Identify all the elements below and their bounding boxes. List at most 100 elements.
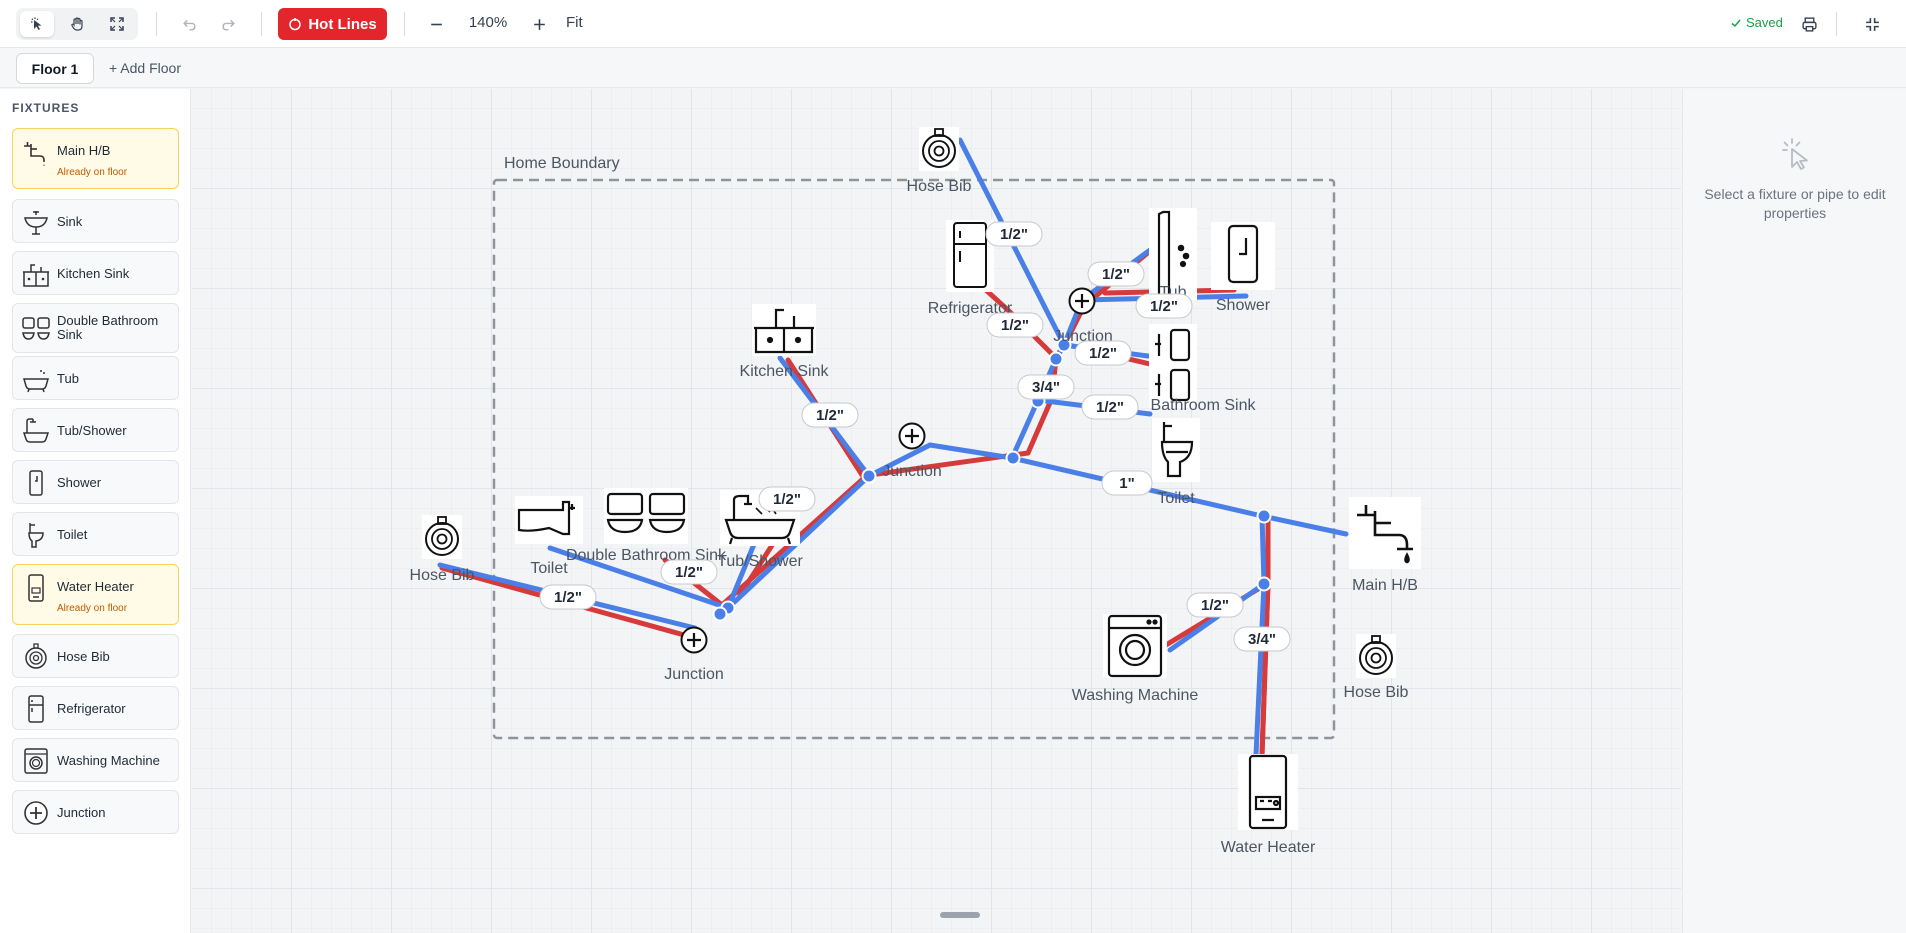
cold-lines[interactable] bbox=[437, 137, 1349, 758]
fixture-hose-bib-top[interactable] bbox=[918, 126, 960, 172]
hot-pipe-heater[interactable] bbox=[1259, 580, 1271, 758]
cold-pipe-riser[interactable] bbox=[1009, 397, 1041, 461]
fixture-item-double-sink[interactable]: Double Bathroom Sink bbox=[12, 303, 179, 353]
fit-button[interactable]: Fit bbox=[566, 14, 583, 31]
floor-plan-canvas[interactable]: Home Boundary bbox=[192, 89, 1681, 933]
pipe-size-tag[interactable]: 1/2" bbox=[539, 584, 597, 610]
fixture-item-label: Kitchen Sink bbox=[57, 266, 130, 281]
fixture-hose-bib-left[interactable] bbox=[421, 514, 463, 560]
collapse-button[interactable] bbox=[1858, 10, 1886, 38]
select-tool-button[interactable] bbox=[20, 11, 54, 37]
fixture-item-sink[interactable]: Sink bbox=[12, 199, 179, 243]
toilet-icon bbox=[517, 500, 575, 536]
fixture-item-junction[interactable]: Junction bbox=[12, 790, 179, 834]
pipe-node[interactable] bbox=[1056, 337, 1072, 353]
fixture-label: Washing Machine bbox=[1072, 687, 1199, 704]
fixture-item-main-hb[interactable]: Main H/B Already on floor bbox=[12, 128, 179, 189]
refrigerator-icon bbox=[28, 695, 44, 723]
pipe-size-tag[interactable]: 1/2" bbox=[1074, 340, 1132, 366]
fixture-washing-machine[interactable] bbox=[1103, 614, 1167, 678]
svg-text:1/2": 1/2" bbox=[1000, 226, 1028, 243]
fixture-item-refrigerator[interactable]: Refrigerator bbox=[12, 686, 179, 730]
check-icon bbox=[1731, 19, 1741, 27]
water-heater-icon bbox=[1248, 754, 1288, 830]
fixture-label: Hose Bib bbox=[410, 567, 475, 584]
fixture-item-water-heater[interactable]: Water Heater Already on floor bbox=[12, 564, 179, 625]
pipe-node[interactable] bbox=[861, 468, 877, 484]
fixture-item-tub[interactable]: Tub bbox=[12, 356, 179, 400]
print-button[interactable] bbox=[1795, 10, 1823, 38]
svg-text:1": 1" bbox=[1119, 475, 1134, 492]
fixture-water-heater[interactable] bbox=[1238, 754, 1298, 830]
pipe-size-tag[interactable]: 3/4" bbox=[1017, 374, 1075, 400]
pipe-size-tag[interactable]: 1/2" bbox=[660, 559, 718, 585]
pipe-size-tag[interactable]: 1/2" bbox=[1081, 394, 1139, 420]
zoom-in-button[interactable] bbox=[525, 10, 553, 38]
fixture-item-label: Tub/Shower bbox=[57, 423, 127, 438]
fixture-item-label: Sink bbox=[57, 214, 83, 229]
fixture-item-tub-shower[interactable]: Tub/Shower bbox=[12, 408, 179, 452]
svg-text:1/2": 1/2" bbox=[773, 491, 801, 508]
minus-icon bbox=[430, 23, 442, 25]
fixture-double-sink[interactable] bbox=[604, 488, 688, 544]
pipe-node[interactable] bbox=[1256, 508, 1272, 524]
pan-tool-button[interactable] bbox=[60, 11, 94, 37]
pipe-node[interactable] bbox=[712, 606, 728, 622]
toolbar: Hot Lines 140% Fit Saved bbox=[0, 0, 1906, 48]
fixture-bathroom-sink[interactable] bbox=[1149, 324, 1197, 408]
fixture-item-kitchen-sink[interactable]: Kitchen Sink bbox=[12, 251, 179, 295]
fixture-junction-top[interactable] bbox=[1068, 287, 1096, 315]
cold-pipe-main[interactable] bbox=[1259, 513, 1349, 537]
fixture-junction-bottom[interactable] bbox=[680, 626, 708, 654]
cold-pipe-toilet-left[interactable] bbox=[547, 545, 731, 611]
pipe-size-tag[interactable]: 1/2" bbox=[758, 486, 816, 512]
fixture-label: Hose Bib bbox=[907, 178, 972, 195]
pipe-size-tag[interactable]: 1" bbox=[1101, 470, 1153, 496]
fixture-tub[interactable] bbox=[1149, 208, 1197, 300]
pipe-node[interactable] bbox=[1005, 450, 1021, 466]
zoom-out-button[interactable] bbox=[422, 10, 450, 38]
redo-button[interactable] bbox=[214, 10, 242, 38]
svg-text:1/2": 1/2" bbox=[1150, 298, 1178, 315]
pipe-size-tag[interactable]: 1/2" bbox=[985, 221, 1043, 247]
pipe-size-tag[interactable]: 1/2" bbox=[1135, 293, 1193, 319]
fixture-shower[interactable] bbox=[1211, 222, 1275, 290]
fixture-label: Toilet bbox=[1157, 490, 1195, 507]
double-sink-icon bbox=[22, 317, 50, 340]
fixture-item-label: Junction bbox=[57, 805, 106, 820]
pipe-size-tag[interactable]: 1/2" bbox=[1087, 261, 1145, 287]
fixture-item-status: Already on floor bbox=[57, 603, 128, 614]
pipe-node[interactable] bbox=[1256, 576, 1272, 592]
fixture-toilet-right[interactable] bbox=[1152, 418, 1200, 482]
tab-floor-1[interactable]: Floor 1 bbox=[16, 53, 94, 84]
fixture-hose-bib-right[interactable] bbox=[1355, 633, 1397, 679]
fixture-item-toilet[interactable]: Toilet bbox=[12, 512, 179, 556]
cold-pipe-trunk[interactable] bbox=[927, 442, 1265, 519]
canvas-resize-handle[interactable] bbox=[940, 912, 980, 918]
fixture-label: Kitchen Sink bbox=[740, 363, 830, 380]
pipe-size-tag[interactable]: 1/2" bbox=[801, 402, 859, 428]
fixture-main-hb[interactable] bbox=[1349, 497, 1421, 569]
fixture-item-label: Water Heater bbox=[57, 579, 134, 594]
fit-view-tool-button[interactable] bbox=[100, 11, 134, 37]
hose-bib-icon bbox=[918, 126, 960, 172]
fixture-item-shower[interactable]: Shower bbox=[12, 460, 179, 504]
fixture-item-washing-machine[interactable]: Washing Machine bbox=[12, 738, 179, 782]
home-boundary[interactable] bbox=[492, 178, 1336, 740]
plumbing-diagram[interactable]: Home Boundary bbox=[192, 89, 1681, 933]
home-boundary-label: Home Boundary bbox=[504, 155, 620, 172]
cold-pipe-mid[interactable] bbox=[866, 442, 933, 479]
pipe-size-tag[interactable]: 1/2" bbox=[986, 312, 1044, 338]
fixture-toilet-left[interactable] bbox=[515, 496, 583, 544]
fixture-kitchen-sink[interactable] bbox=[752, 304, 816, 356]
undo-button[interactable] bbox=[175, 10, 203, 38]
add-floor-button[interactable]: + Add Floor bbox=[109, 60, 181, 76]
hot-lines-toggle-button[interactable]: Hot Lines bbox=[278, 8, 387, 40]
properties-panel: Select a fixture or pipe to edit propert… bbox=[1682, 89, 1906, 933]
fixture-junction-mid[interactable] bbox=[898, 422, 926, 450]
pipe-size-tag[interactable]: 3/4" bbox=[1233, 626, 1291, 652]
pipe-size-tag[interactable]: 1/2" bbox=[1186, 592, 1244, 618]
svg-text:3/4": 3/4" bbox=[1248, 631, 1276, 648]
pipe-node[interactable] bbox=[1048, 351, 1064, 367]
fixture-item-hose-bib[interactable]: Hose Bib bbox=[12, 634, 179, 678]
